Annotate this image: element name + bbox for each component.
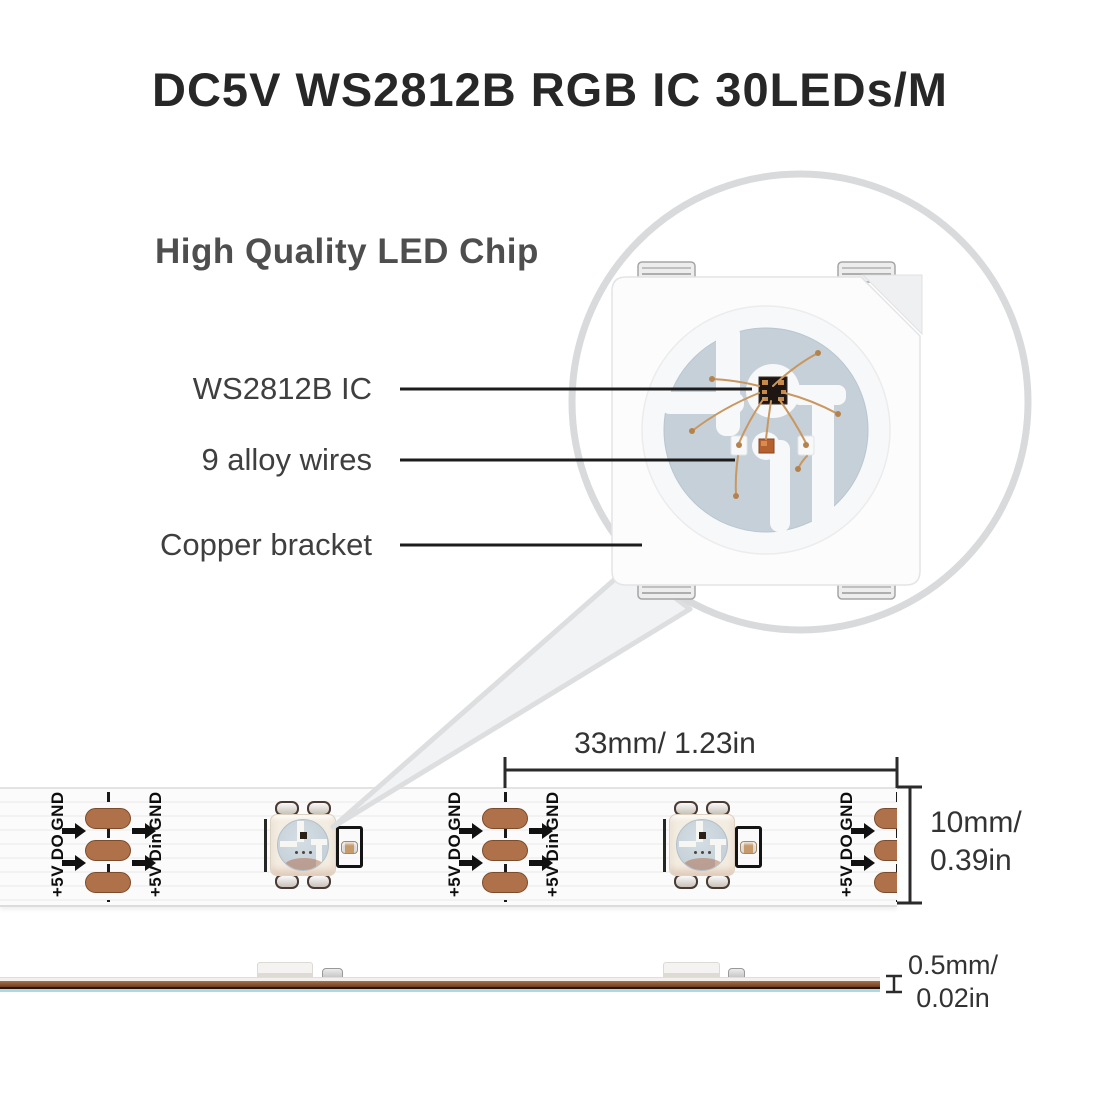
led-leg: [674, 874, 698, 889]
copper-pad: [874, 840, 897, 861]
flow-arrow-icon: [132, 855, 156, 871]
bracket-channels: [660, 324, 846, 532]
die-well: [752, 432, 780, 460]
bond-pad: [797, 435, 815, 456]
magnifier-circle: [568, 170, 1032, 634]
led-strip-top-view: GND DO +5V GND Din +5V GND DO +5V GND Di…: [0, 787, 897, 907]
callout-alloy-wires: 9 alloy wires: [201, 442, 372, 477]
callout-copper-bracket: Copper bracket: [160, 527, 372, 562]
led-leg: [307, 874, 331, 889]
led-chip-module: [657, 789, 777, 905]
led-leg: [275, 874, 299, 889]
copper-pad: [874, 872, 897, 893]
solder-pad-group: GND DO +5V GND Din +5V: [28, 789, 188, 905]
chip-body: [611, 276, 921, 586]
copper-pad: [482, 872, 528, 893]
copper-pad: [874, 808, 897, 829]
mini-ic: [699, 832, 706, 839]
ic-well: [746, 364, 800, 418]
flow-arrow-icon: [529, 823, 553, 839]
silkscreen-line: [264, 819, 267, 872]
copper-pad: [85, 808, 131, 829]
led-chip-module: [258, 789, 378, 905]
flow-arrow-icon: [459, 855, 483, 871]
led-strip-side-view: [0, 977, 880, 992]
led-side-profile: [257, 962, 313, 978]
solder-pad-group: GND DO +5V: [817, 789, 897, 905]
led-lens: [676, 819, 728, 871]
alloy-wires: [691, 352, 839, 497]
callout-ws2812b-ic: WS2812B IC: [192, 371, 372, 406]
flow-arrow-icon: [62, 855, 86, 871]
copper-pad: [482, 840, 528, 861]
copper-bracket-area: [663, 327, 869, 533]
led-side-profile: [663, 962, 720, 978]
flow-arrow-icon: [459, 823, 483, 839]
dimension-bracket-width: [897, 785, 922, 905]
capacitor: [336, 826, 363, 868]
flow-arrow-icon: [851, 855, 875, 871]
callout-lines: [400, 387, 752, 547]
strip-top-layer: [0, 977, 880, 981]
section-subtitle: High Quality LED Chip: [155, 232, 539, 271]
copper-pad: [482, 808, 528, 829]
mini-ic: [300, 832, 307, 839]
wire-balls: [689, 350, 841, 499]
capacitor: [735, 826, 762, 868]
ic-bond-pads: [762, 380, 786, 401]
page-title: DC5V WS2812B RGB IC 30LEDs/M: [152, 63, 948, 116]
silkscreen-line: [663, 819, 666, 872]
strip-adhesive-layer: [0, 989, 880, 992]
flow-arrow-icon: [529, 855, 553, 871]
chip-corner-flap: [861, 274, 923, 336]
dimension-line-spacing: [503, 757, 899, 788]
strip-core-layer: [0, 987, 880, 989]
copper-pad: [85, 840, 131, 861]
flow-arrow-icon: [62, 823, 86, 839]
led-die-glow: [284, 858, 324, 870]
solder-pad-group: GND DO +5V GND Din +5V: [425, 789, 585, 905]
led-die-glow: [683, 858, 723, 870]
led-die: [758, 438, 775, 454]
ws2812b-ic-die: [758, 376, 788, 405]
led-leg: [706, 874, 730, 889]
dimension-bracket-thickness: [886, 974, 902, 994]
chip-contact: [637, 261, 896, 600]
copper-pad: [85, 872, 131, 893]
strip-copper-layer: [0, 981, 880, 987]
flow-arrow-icon: [851, 823, 875, 839]
dimension-strip-width: 10mm/ 0.39in: [930, 806, 1022, 877]
led-lens: [277, 819, 329, 871]
bond-pad: [730, 435, 748, 456]
dimension-strip-thickness: 0.5mm/ 0.02in: [907, 950, 999, 1013]
enlarged-led-chip: [611, 261, 923, 600]
flow-arrow-icon: [132, 823, 156, 839]
dimension-led-spacing: 33mm/ 1.23in: [574, 727, 756, 760]
lens-ring: [641, 305, 891, 555]
